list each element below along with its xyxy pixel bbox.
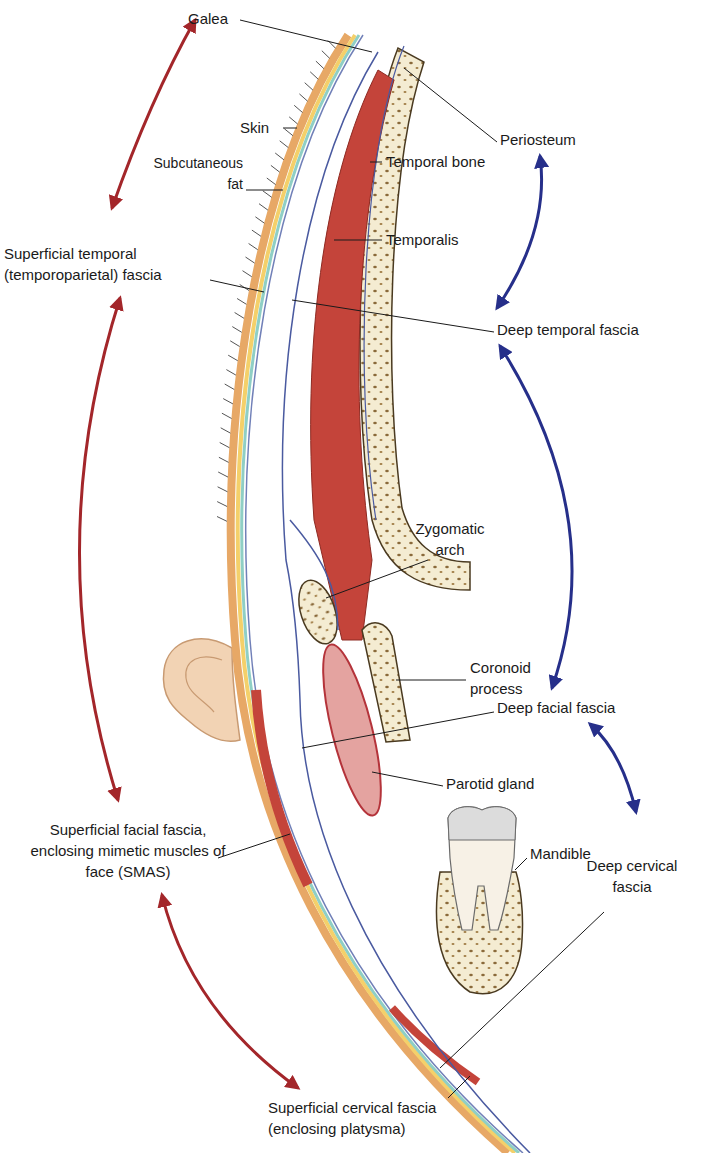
hair-strand [267,178,276,185]
hair-strand [217,502,227,507]
part-label: Galea [188,8,248,29]
tooth-crown [448,807,516,840]
hair-strand [237,299,246,305]
ear [163,639,240,741]
part-label: Superficial cervical fascia (enclosing p… [268,1097,498,1139]
hair-strand [249,244,258,250]
hair-strand [280,141,289,148]
mandible [436,872,522,994]
part-label: Zygomatic arch [405,518,495,560]
layer-arrows [79,20,636,1088]
part-label: Skin [240,117,290,138]
parotid-gland [311,640,392,820]
hair-strand [222,413,232,418]
hair-strand [252,230,261,236]
hair-strand [275,153,284,160]
ear-detail [186,657,222,712]
hair-strand [225,384,235,390]
hair-strand [243,271,252,277]
part-label: Coronoid process [470,657,550,699]
hair-strand [322,51,330,59]
hair-strand [284,129,293,136]
part-label: Deep facial fascia [497,697,667,718]
hair-strand [271,165,280,172]
hair-strand [221,428,231,433]
hair-strand [310,72,318,80]
hair-strand [289,117,297,124]
hair-strand [232,327,241,333]
hair-strand [218,472,228,477]
soft-tissue-layers [231,35,530,1153]
part-label: Parotid gland [446,773,566,794]
hair-strand [305,83,313,90]
hair-strand [223,399,233,404]
hair-strand [219,457,229,462]
hair-strand [263,191,272,198]
hair-strand [220,443,230,448]
part-label: Superficial facial fascia, enclosing mim… [18,819,238,882]
leader-lines [210,20,604,1098]
part-label: Temporalis [386,229,486,250]
part-label: Deep cervical fascia [572,855,692,897]
hair-strand [218,487,228,492]
hair-strand [228,355,238,361]
hair-strand [226,370,236,376]
hair-strand [294,105,302,112]
part-label: Temporal bone [386,151,516,172]
hair-strand [217,517,227,522]
part-label: Superficial temporal (temporoparietal) f… [4,243,214,285]
hair [217,41,336,522]
hair-strand [316,61,324,69]
hair-strand [299,94,307,101]
hair-strand [255,217,264,223]
part-label: Subcutaneous fat [140,153,243,195]
part-label: Deep temporal fascia [497,319,667,340]
part-label: Periosteum [500,129,610,150]
hair-strand [235,313,244,319]
hair-strand [246,257,255,263]
temporalis-muscle [311,70,394,640]
hair-strand [259,204,268,210]
tooth [448,807,516,930]
hair-strand [230,341,239,347]
